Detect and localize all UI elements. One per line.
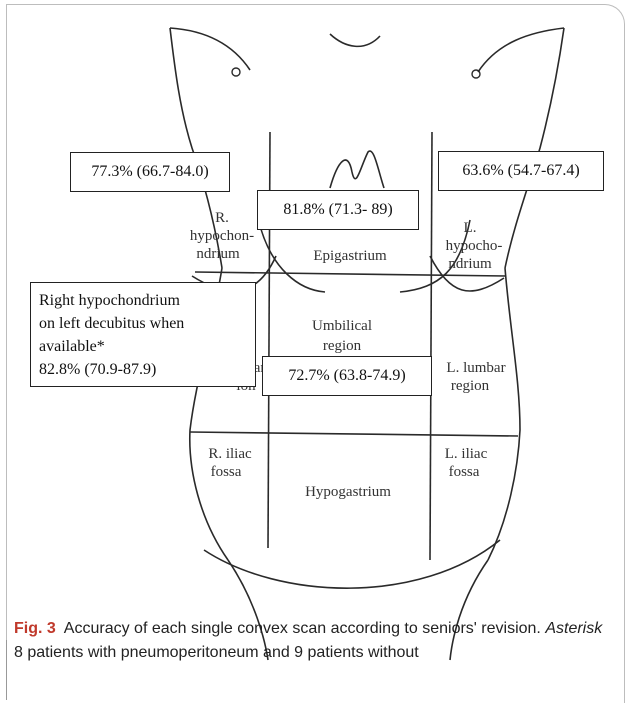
right-breast-curve xyxy=(478,28,564,72)
label-r-iliac-1: R. iliac xyxy=(208,446,252,462)
left-breast-curve xyxy=(170,28,250,70)
caption-text: Accuracy of each single convex scan acco… xyxy=(64,620,541,637)
torso-outline-right-upper xyxy=(505,28,564,268)
intertubercular-line xyxy=(190,432,518,436)
caption-asterisk-word: Asterisk xyxy=(545,620,602,637)
label-l-hypochondrium-3: ndrium xyxy=(448,256,492,272)
label-l-lumbar-1: L. lumbar xyxy=(446,360,505,376)
accuracy-box-umbilical: 72.7% (63.8-74.9) xyxy=(262,356,432,396)
label-r-hypochondrium-2: hypochon- xyxy=(190,228,254,244)
sternum-notch xyxy=(330,34,380,46)
label-umbilical-2: region xyxy=(323,338,362,354)
subcostal-line xyxy=(195,272,506,276)
label-l-hypochondrium-2: hypocho- xyxy=(446,238,503,254)
label-r-hypochondrium-1: R. xyxy=(215,210,229,226)
label-r-iliac-2: fossa xyxy=(211,464,242,480)
left-nipple-icon xyxy=(232,68,240,76)
right-vertical-line xyxy=(430,132,432,560)
decubitus-line-3: available* xyxy=(39,335,247,358)
label-l-iliac-1: L. iliac xyxy=(445,446,488,462)
label-umbilical-1: Umbilical xyxy=(312,318,372,334)
label-epigastrium: Epigastrium xyxy=(313,248,387,264)
decubitus-line-1: Right hypochondrium xyxy=(39,289,247,312)
torso-outline-right-lower xyxy=(488,268,520,560)
xiphoid-outline xyxy=(330,151,384,188)
figure-caption: Fig. 3 Accuracy of each single convex sc… xyxy=(14,617,614,665)
accuracy-box-right-decubitus: Right hypochondrium on left decubitus wh… xyxy=(30,282,256,387)
label-l-lumbar-2: region xyxy=(451,378,490,394)
caption-note: 8 patients with pneumoperitoneum and 9 p… xyxy=(14,644,419,661)
accuracy-box-l-hypochondrium: 63.6% (54.7-67.4) xyxy=(438,151,604,191)
decubitus-line-2: on left decubitus when xyxy=(39,312,247,335)
accuracy-box-r-hypochondrium: 77.3% (66.7-84.0) xyxy=(70,152,230,192)
accuracy-box-epigastrium: 81.8% (71.3- 89) xyxy=(257,190,419,230)
label-l-iliac-2: fossa xyxy=(449,464,480,480)
figure-label: Fig. 3 xyxy=(14,620,56,637)
label-hypogastrium: Hypogastrium xyxy=(305,484,391,500)
right-nipple-icon xyxy=(472,70,480,78)
label-l-hypochondrium-1: L. xyxy=(464,220,477,236)
groin-curve xyxy=(204,540,500,588)
decubitus-line-4: 82.8% (70.9-87.9) xyxy=(39,358,247,381)
label-r-hypochondrium-3: ndrium xyxy=(196,246,240,262)
